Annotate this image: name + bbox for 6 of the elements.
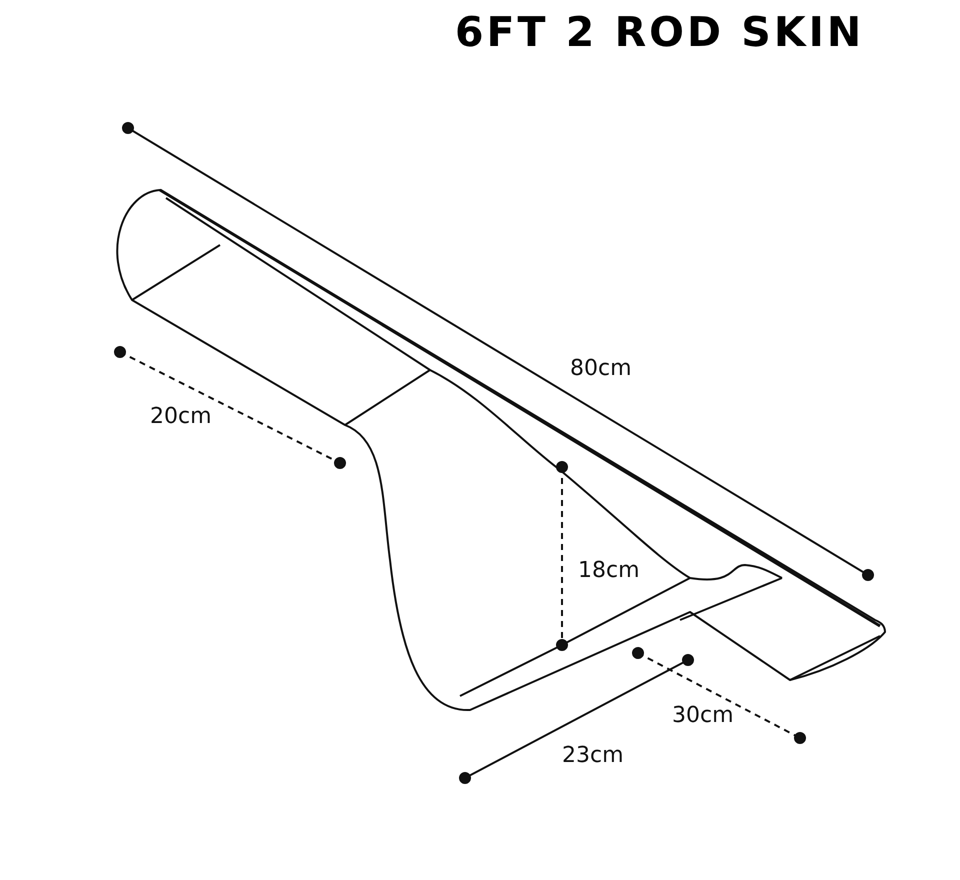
dimension-label: 30cm [672,703,734,728]
dimension-label: 18cm [578,558,640,583]
dimension-label: 20cm [150,404,212,429]
dimension-label: 23cm [562,743,624,768]
title: 6FT 2 ROD SKIN [455,8,864,56]
dimension-label: 80cm [570,356,632,381]
